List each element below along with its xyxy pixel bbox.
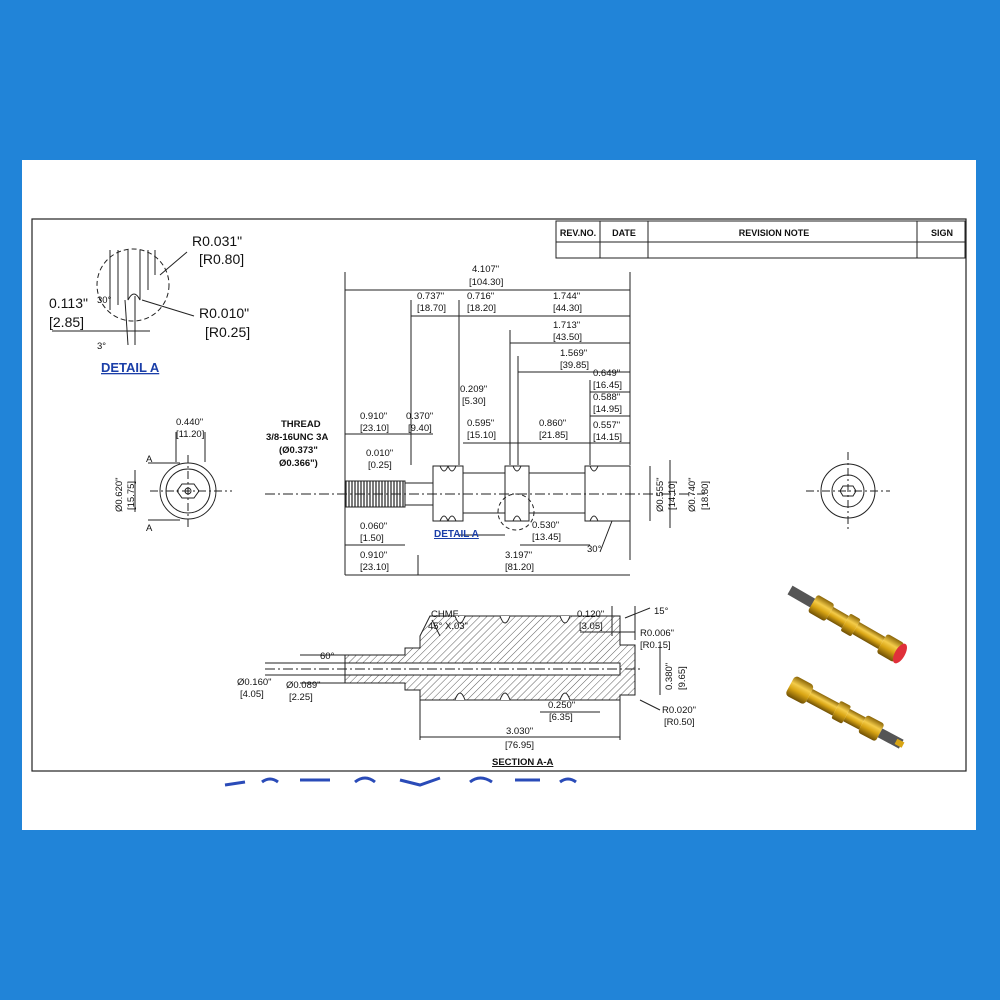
revision-table (555, 220, 966, 259)
dim-0649: 0.649" (593, 368, 620, 379)
dim-0010: 0.010" (366, 448, 393, 459)
revision-note-header: REVISION NOTE (739, 228, 810, 238)
dim-0595: 0.595" (467, 418, 494, 429)
dim-3030: 3.030" (506, 726, 533, 737)
detail-a-view (52, 248, 195, 346)
thread-label: THREAD (281, 419, 321, 430)
radius-0006: R0.006" (640, 628, 674, 639)
part-render-bottom (786, 676, 905, 749)
dim-0370-mm: [9.40] (408, 423, 432, 434)
dim-0380: 0.380" (664, 663, 675, 690)
detail-r1: R0.031" (192, 233, 242, 249)
part-render-top (787, 585, 907, 664)
detail-angle-top: 30° (97, 295, 112, 306)
end-view-right (806, 452, 890, 530)
dim-0209: 0.209" (460, 384, 487, 395)
thread-dia-min: Ø0.366") (279, 458, 318, 469)
dim-0120-mm: [3.05] (579, 621, 603, 632)
sign-header: SIGN (931, 228, 953, 238)
dim-0737-mm: [18.70] (417, 303, 446, 314)
dim-0530: 0.530" (532, 520, 559, 531)
chamfer-label: CHMF. (431, 609, 460, 620)
dia-0089-mm: [2.25] (289, 692, 313, 703)
detail-depth: 0.113" (49, 295, 88, 311)
dim-1569-mm: [39.85] (560, 360, 589, 371)
dim-0716-mm: [18.20] (467, 303, 496, 314)
end-dia-dim: Ø0.620" (114, 477, 125, 512)
detail-depth-mm: [2.85] (49, 314, 84, 330)
dim-0588-mm: [14.95] (593, 404, 622, 415)
dim-0010-mm: [0.25] (368, 460, 392, 471)
dim-0910-top: 0.910" (360, 411, 387, 422)
dim-3197-mm: [81.20] (505, 562, 534, 573)
drawing-border (31, 218, 967, 772)
hex-dim-mm: [11.20] (176, 429, 204, 440)
detail-r1-mm: [R0.80] (199, 251, 244, 267)
detail-angle-bottom: 3° (97, 341, 106, 352)
dia-0089: Ø0.089" (286, 680, 321, 691)
detail-r2: R0.010" (199, 305, 249, 321)
dim-0209-mm: [5.30] (462, 396, 486, 407)
dia-0160: Ø0.160" (237, 677, 272, 688)
dim-overall-mm: [104.30] (469, 277, 503, 288)
dim-0250: 0.250" (548, 700, 575, 711)
detail-a-title[interactable]: DETAIL A (101, 360, 160, 375)
dim-1744: 1.744" (553, 291, 580, 302)
dim-dia-0740-mm: [18.80] (700, 481, 711, 510)
dim-0380-mm: [9.65] (677, 666, 688, 690)
thread-dia-max: (Ø0.373" (279, 445, 318, 456)
radius-0020: R0.020" (662, 705, 696, 716)
dim-0060: 0.060" (360, 521, 387, 532)
dim-0649-mm: [16.45] (593, 380, 622, 391)
dim-0120: 0.120" (577, 609, 604, 620)
dim-0557: 0.557" (593, 420, 620, 431)
dim-0716: 0.716" (467, 291, 494, 302)
dim-0910-bottom-mm: [23.10] (360, 562, 389, 573)
chamfer-spec: 45° X.03" (428, 621, 468, 632)
radius-0020-mm: [R0.50] (664, 717, 695, 728)
hex-dim: 0.440" (176, 417, 203, 428)
dim-0557-mm: [14.15] (593, 432, 622, 443)
dim-overall: 4.107" (472, 264, 499, 275)
date-header: DATE (612, 228, 636, 238)
dim-1713: 1.713" (553, 320, 580, 331)
section-marker-a-top: A (146, 454, 153, 465)
section-a-a-view (265, 606, 661, 740)
dim-0910-top-mm: [23.10] (360, 423, 389, 434)
dim-1569: 1.569" (560, 348, 587, 359)
dim-0370: 0.370" (406, 411, 433, 422)
detail-r2-mm: [R0.25] (205, 324, 250, 340)
dim-1713-mm: [43.50] (553, 332, 582, 343)
dim-dia-0555-mm: [14.10] (667, 481, 678, 510)
dim-0737: 0.737" (417, 291, 444, 302)
dia-0160-mm: [4.05] (240, 689, 264, 700)
radius-0006-mm: [R0.15] (640, 640, 671, 651)
dim-0910-bottom: 0.910" (360, 550, 387, 561)
dim-0530-mm: [13.45] (532, 532, 561, 543)
dim-1744-mm: [44.30] (553, 303, 582, 314)
section-marker-a-bottom: A (146, 523, 153, 534)
dim-0860-mm: [21.85] (539, 430, 568, 441)
thread-spec: 3/8-16UNC 3A (266, 432, 328, 443)
dim-dia-0740: Ø0.740" (687, 477, 698, 512)
end-view-left (134, 432, 232, 528)
dim-0860: 0.860" (539, 418, 566, 429)
angle-15: 15° (654, 606, 669, 617)
dim-angle-30: 30° (587, 544, 602, 555)
end-dia-dim-mm: [15.75] (126, 481, 137, 510)
dim-0595-mm: [15.10] (467, 430, 496, 441)
dim-3197: 3.197" (505, 550, 532, 561)
dim-0060-mm: [1.50] (360, 533, 384, 544)
dim-3030-mm: [76.95] (505, 740, 534, 751)
detail-a-callout[interactable]: DETAIL A (434, 529, 479, 540)
section-title: SECTION A-A (492, 757, 554, 768)
rev-no-header: REV.NO. (560, 228, 596, 238)
dim-dia-0555: Ø0.555" (655, 477, 666, 512)
cut-off-title-fragment (224, 776, 577, 787)
angle-60: 60° (320, 651, 335, 662)
main-part-view (265, 272, 705, 576)
dim-0588: 0.588" (593, 392, 620, 403)
dim-0250-mm: [6.35] (549, 712, 573, 723)
